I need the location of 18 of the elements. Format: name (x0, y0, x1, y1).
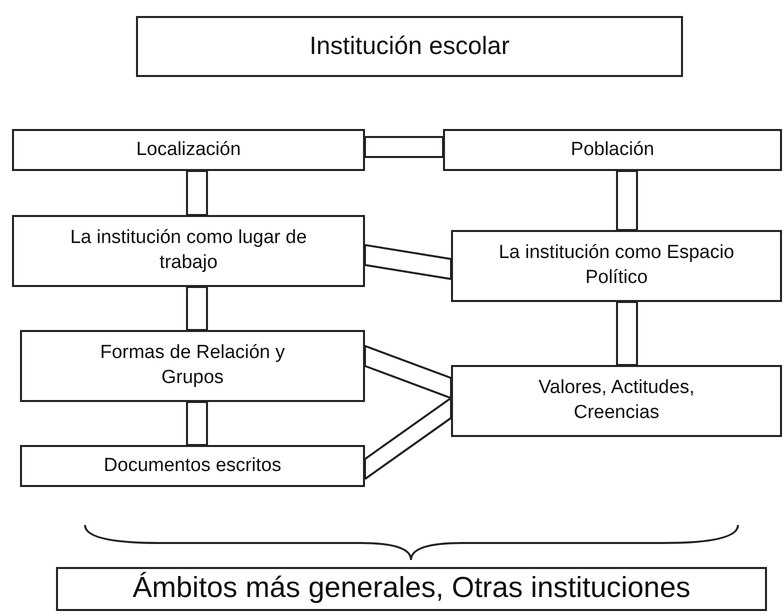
title-box: Institución escolar (136, 16, 683, 77)
text-box: Valores, Actitudes, Creencias (451, 365, 782, 437)
double-line-connector (186, 401, 208, 446)
text-box: La institución como lugar de trabajo (12, 215, 365, 287)
text-box: Documentos escritos (20, 445, 365, 487)
double-line-connector (364, 244, 452, 280)
double-line-connector (364, 136, 444, 158)
double-line-connector (616, 170, 638, 231)
double-line-connector (364, 344, 452, 400)
text-box: Formas de Relación y Grupos (20, 330, 365, 402)
text-box: Población (443, 129, 782, 171)
double-line-connector (364, 396, 452, 480)
double-line-connector (616, 301, 638, 366)
double-line-connector (186, 286, 208, 331)
text-box: Ámbitos más generales, Otras instituciones (56, 567, 767, 611)
double-line-connector (186, 170, 208, 216)
text-box: Localización (12, 129, 365, 171)
text-box: La institución como Espacio Político (451, 230, 782, 302)
